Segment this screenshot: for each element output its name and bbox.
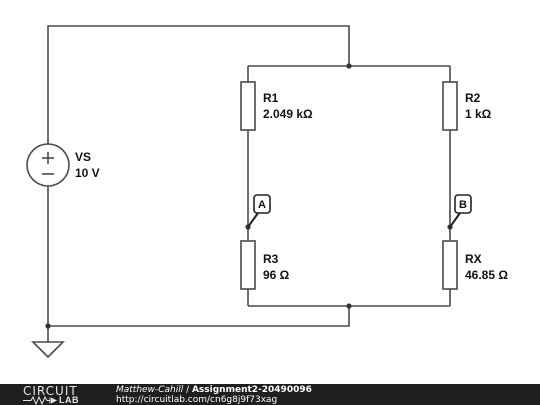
resistor-r1-body	[240, 81, 256, 131]
circuitlab-logo[interactable]: CIRCUIT LAB	[23, 385, 103, 405]
footer-attribution: Matthew-Cahill / Assignment2-20490096	[116, 385, 312, 395]
r1-name-label: R1	[263, 91, 279, 105]
logo-wordmark-bottom: LAB	[59, 395, 79, 405]
voltage-source-vs[interactable]: VS 10 V	[26, 143, 100, 187]
circuit-url-link[interactable]: http://circuitlab.com/cn6g8j9f73xag	[116, 395, 278, 405]
resistor-r1[interactable]: R1 2.049 kΩ	[240, 81, 313, 131]
node-tag-b-box	[454, 194, 472, 214]
wire-ground-return	[48, 306, 350, 327]
resistor-r2-body	[442, 81, 458, 131]
resistor-r2[interactable]: R2 1 kΩ	[442, 81, 492, 131]
path-separator: /	[183, 385, 192, 395]
junction-top	[346, 63, 352, 69]
circuit-title-link[interactable]: Assignment2-20490096	[191, 385, 312, 395]
r2-name-label: R2	[465, 91, 481, 105]
r3-value-label: 96 Ω	[263, 268, 290, 282]
node-tag-b-leader	[449, 212, 461, 228]
r1-value-label: 2.049 kΩ	[263, 107, 313, 121]
node-tag-a[interactable]: A	[247, 194, 271, 228]
vs-name-label: VS	[75, 150, 91, 164]
ground-icon	[31, 341, 65, 359]
resistor-rx-body	[442, 240, 458, 290]
footer-bar: CIRCUIT LAB Matthew-Cahill / Assignment2…	[0, 384, 540, 405]
resistor-r3-body	[240, 240, 256, 290]
voltage-source-symbol	[26, 143, 70, 187]
r3-name-label: R3	[263, 252, 279, 266]
vs-value-label: 10 V	[75, 166, 100, 180]
logo-wordmark-top: CIRCUIT	[23, 384, 78, 398]
rx-value-label: 46.85 Ω	[465, 268, 508, 282]
circuit-schematic: VS 10 V R1 2.049 kΩ R2 1 kΩ R3 96 Ω RX 4…	[26, 25, 508, 359]
junction-bottom	[346, 303, 352, 309]
node-tag-b-label: B	[459, 199, 467, 211]
node-tag-a-label: A	[258, 199, 266, 211]
node-tag-a-leader	[247, 212, 259, 228]
r2-value-label: 1 kΩ	[465, 107, 492, 121]
junction-ground	[45, 323, 51, 329]
node-tag-a-box	[253, 194, 271, 214]
node-tag-b[interactable]: B	[449, 194, 472, 228]
rx-name-label: RX	[465, 252, 482, 266]
wires	[47, 25, 451, 342]
resistor-logo-icon	[23, 396, 57, 405]
resistor-rx[interactable]: RX 46.85 Ω	[442, 240, 508, 290]
wire-top-supply	[47, 25, 350, 144]
resistor-r3[interactable]: R3 96 Ω	[240, 240, 290, 290]
author-link[interactable]: Matthew-Cahill	[116, 385, 184, 395]
